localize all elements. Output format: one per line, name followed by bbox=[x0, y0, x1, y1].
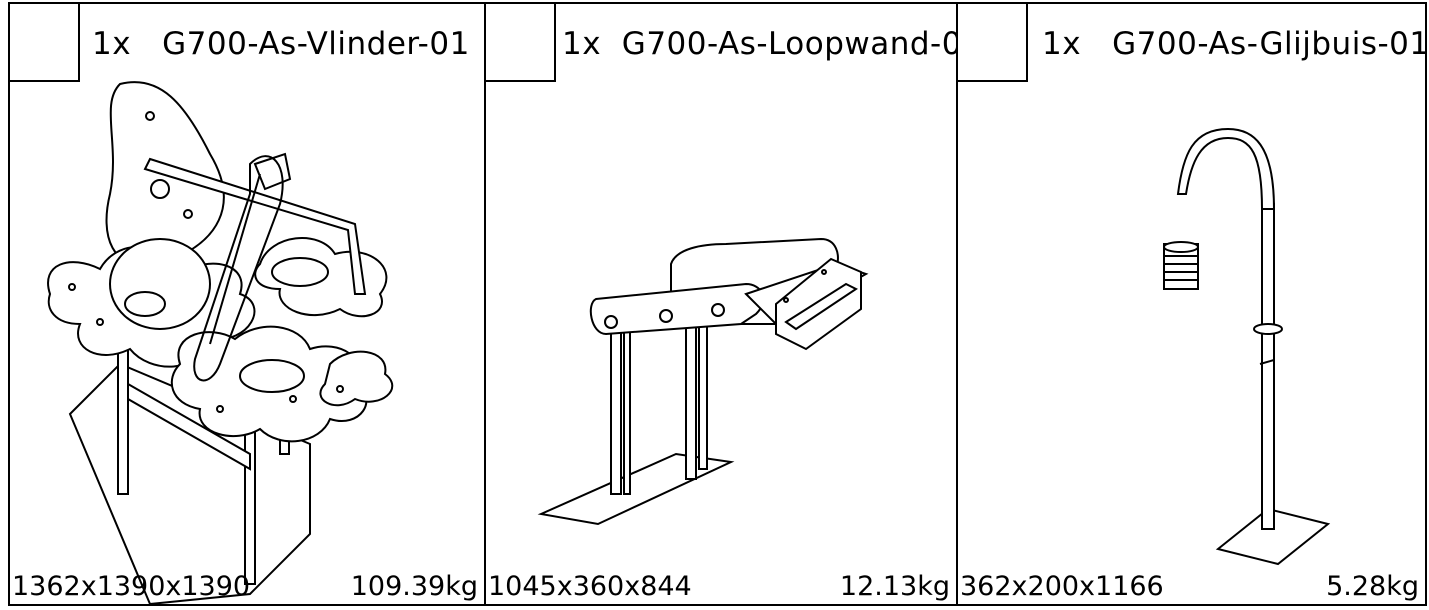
part-weight: 12.13kg bbox=[839, 571, 950, 602]
part-qty: 1x bbox=[92, 26, 132, 62]
butterfly-drawing bbox=[47, 81, 394, 604]
part-title: 1x G700-As-Vlinder-01 bbox=[92, 26, 470, 62]
checkbox-loopwand[interactable] bbox=[486, 4, 556, 82]
part-name: G700-As-Loopwand-01 bbox=[621, 26, 958, 62]
part-dimensions: 1362x1390x1390 bbox=[12, 571, 251, 602]
checkbox-vlinder[interactable] bbox=[10, 4, 80, 82]
part-title: 1x G700-As-Loopwand-01 bbox=[562, 26, 958, 62]
walkway-drawing bbox=[537, 237, 869, 526]
checkbox-glijbuis[interactable] bbox=[958, 4, 1028, 82]
part-dimensions: 1045x360x844 bbox=[488, 571, 692, 602]
slide-pole-drawing bbox=[1163, 127, 1331, 566]
part-qty: 1x bbox=[562, 26, 602, 62]
part-qty: 1x bbox=[1042, 26, 1082, 62]
part-dimensions: 362x200x1166 bbox=[960, 571, 1164, 602]
part-weight: 5.28kg bbox=[1326, 571, 1419, 602]
part-title: 1x G700-As-Glijbuis-01 bbox=[1042, 26, 1427, 62]
part-name: G700-As-Glijbuis-01 bbox=[1112, 26, 1427, 62]
part-panel-vlinder: 1x G700-As-Vlinder-01 bbox=[8, 2, 486, 606]
part-name: G700-As-Vlinder-01 bbox=[162, 26, 470, 62]
part-panel-loopwand: 1x G700-As-Loopwand-01 bbox=[484, 2, 958, 606]
part-weight: 109.39kg bbox=[350, 571, 478, 602]
part-panel-glijbuis: 1x G700-As-Glijbuis-01 362x200x11 bbox=[956, 2, 1427, 606]
